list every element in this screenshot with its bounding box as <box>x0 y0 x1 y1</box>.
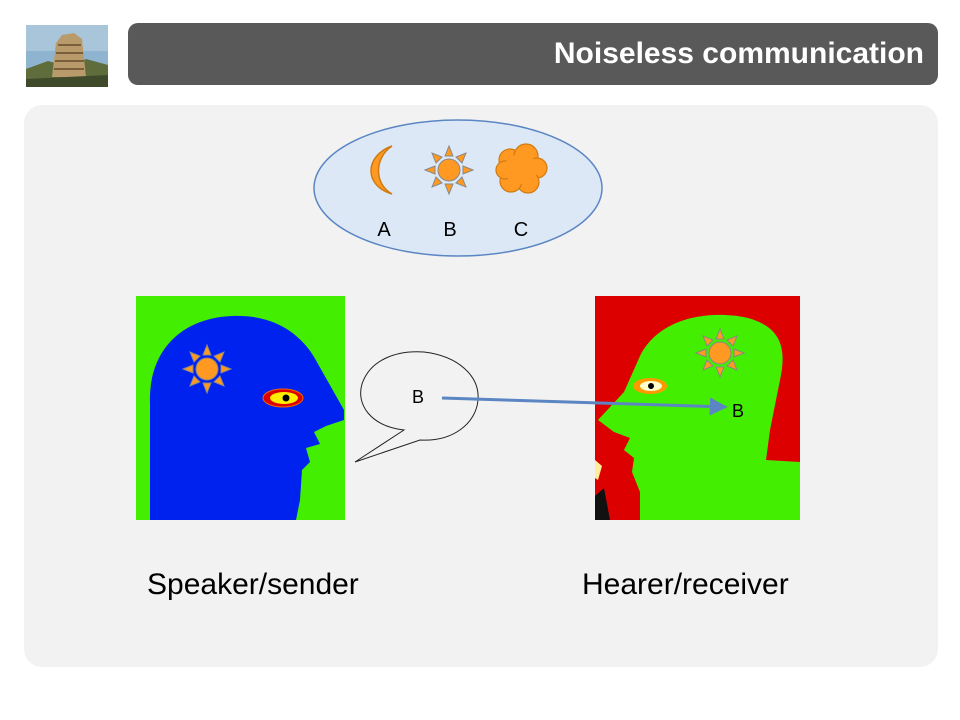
meaning-label-c: C <box>514 219 528 241</box>
transmission-arrow <box>441 396 728 416</box>
meaning-label-b: B <box>443 219 456 241</box>
moon-icon <box>370 145 393 195</box>
cloud-icon <box>495 143 548 194</box>
speech-bubble <box>354 351 479 463</box>
sun-icon <box>181 343 233 395</box>
received-label: B <box>732 401 744 421</box>
meaning-label-a: A <box>377 219 391 241</box>
sun-icon <box>694 327 746 379</box>
hearer-caption: Hearer/receiver <box>582 568 789 601</box>
tower-of-babel-painting-icon <box>26 25 108 87</box>
slide-title: Noiseless communication <box>553 37 924 70</box>
utterance-label: B <box>412 387 424 407</box>
meaning-set-ellipse <box>313 119 603 257</box>
hearer-head <box>595 296 800 520</box>
speaker-head <box>136 296 345 520</box>
title-bar: Noiseless communication <box>128 23 938 85</box>
speaker-caption: Speaker/sender <box>147 568 359 601</box>
sun-icon <box>423 144 475 196</box>
